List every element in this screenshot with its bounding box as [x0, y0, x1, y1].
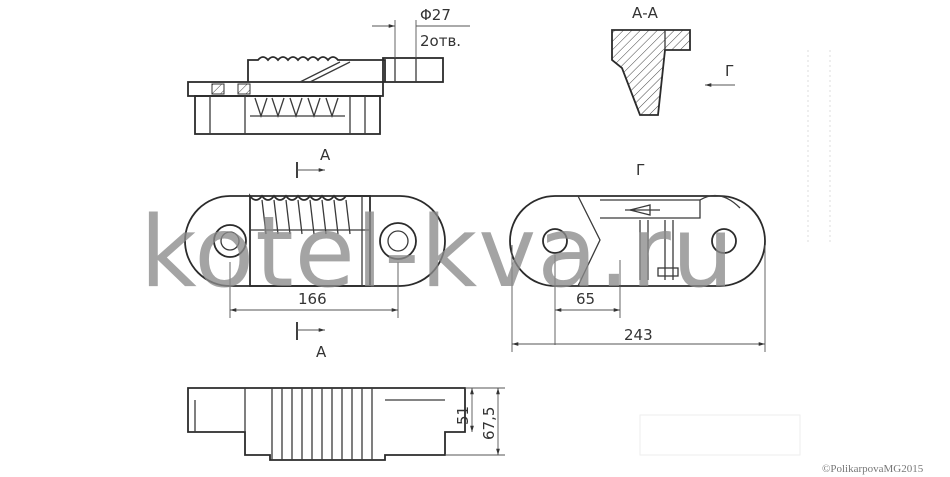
- watermark-text: kotel-kva.ru: [140, 196, 735, 310]
- view-g-arrow-label: Г: [725, 62, 734, 80]
- view-g-title: Г: [636, 161, 645, 179]
- dim-height-67-5: 67,5: [480, 407, 498, 440]
- dim-offset-65: 65: [576, 290, 595, 308]
- dim-length-166: 166: [298, 290, 327, 308]
- view-g: Г 65 243: [509, 161, 766, 352]
- title-block-remnant: [639, 50, 831, 456]
- dim-hole-count: 2отв.: [420, 32, 461, 50]
- dim-hole-diameter: Φ27: [420, 6, 451, 24]
- section-mark-top: А: [320, 146, 331, 164]
- plan-view: А А 166: [184, 146, 446, 361]
- side-view: Φ27 2отв.: [187, 6, 470, 135]
- dim-height-51: 51: [454, 406, 472, 425]
- section-title: А-А: [632, 4, 659, 22]
- dim-overall-243: 243: [624, 326, 653, 344]
- copyright-text: ©PolikarpovaMG2015: [822, 463, 924, 475]
- front-view: 51 67,5: [187, 387, 505, 461]
- section-mark-bottom: А: [316, 343, 327, 361]
- section-a-a: А-А Г: [611, 4, 735, 116]
